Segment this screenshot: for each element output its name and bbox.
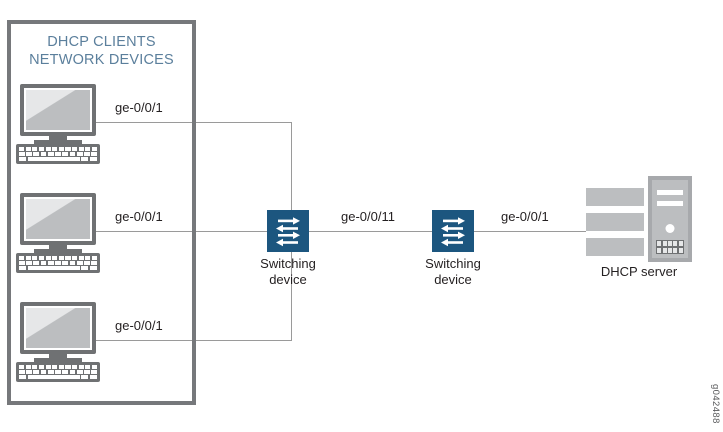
switch-icon-1 [267, 210, 309, 252]
monitor-bezel [24, 306, 92, 350]
switch-arrows-icon [276, 217, 300, 247]
link-line-switch1-switch2 [308, 231, 434, 232]
dhcp-server-icon [586, 176, 692, 262]
client-computer-1 [16, 84, 100, 164]
port-label-switch1-switch2: ge-0/0/11 [341, 209, 395, 224]
link-line-client2 [96, 231, 271, 232]
switch-label-1: Switching device [260, 256, 316, 287]
switch-icon-2 [432, 210, 474, 252]
switch-arrows-icon [441, 217, 465, 247]
monitor-bezel [24, 197, 92, 241]
switch-label-2: Switching device [425, 256, 481, 287]
port-label-client-2: ge-0/0/1 [115, 209, 163, 224]
monitor-stand-neck [49, 354, 67, 360]
rack-unit [586, 188, 644, 209]
port-label-switch2-server: ge-0/0/1 [501, 209, 549, 224]
client-computer-3 [16, 302, 100, 382]
keyboard-icon [16, 144, 100, 164]
figure-id-watermark: g042488 [710, 384, 721, 424]
server-slot [657, 190, 683, 195]
rack-unit [586, 238, 644, 259]
keyboard-icon [16, 253, 100, 273]
monitor-stand-neck [49, 245, 67, 251]
port-label-client-1: ge-0/0/1 [115, 100, 163, 115]
monitor-screen [26, 90, 90, 130]
rack-unit [586, 213, 644, 234]
link-line-switch2-server [474, 231, 589, 232]
monitor-icon [20, 302, 96, 354]
monitor-screen [26, 308, 90, 348]
server-slot [657, 201, 683, 206]
monitor-stand-base [34, 140, 82, 144]
server-vent-grid [656, 240, 684, 254]
group-title: DHCP CLIENTS NETWORK DEVICES [29, 34, 174, 68]
port-label-client-3: ge-0/0/1 [115, 318, 163, 333]
monitor-icon [20, 193, 96, 245]
monitor-stand-base [34, 358, 82, 362]
server-tower-face [652, 180, 688, 258]
dhcp-server-label: DHCP server [600, 264, 678, 279]
keyboard-icon [16, 362, 100, 382]
monitor-bezel [24, 88, 92, 132]
monitor-icon [20, 84, 96, 136]
dhcp-clients-group-box [7, 20, 196, 405]
monitor-stand-neck [49, 136, 67, 142]
server-tower [648, 176, 692, 262]
monitor-stand-base [34, 249, 82, 253]
monitor-screen [26, 199, 90, 239]
server-rack [586, 188, 644, 262]
client-computer-2 [16, 193, 100, 273]
power-button-icon [665, 224, 675, 233]
